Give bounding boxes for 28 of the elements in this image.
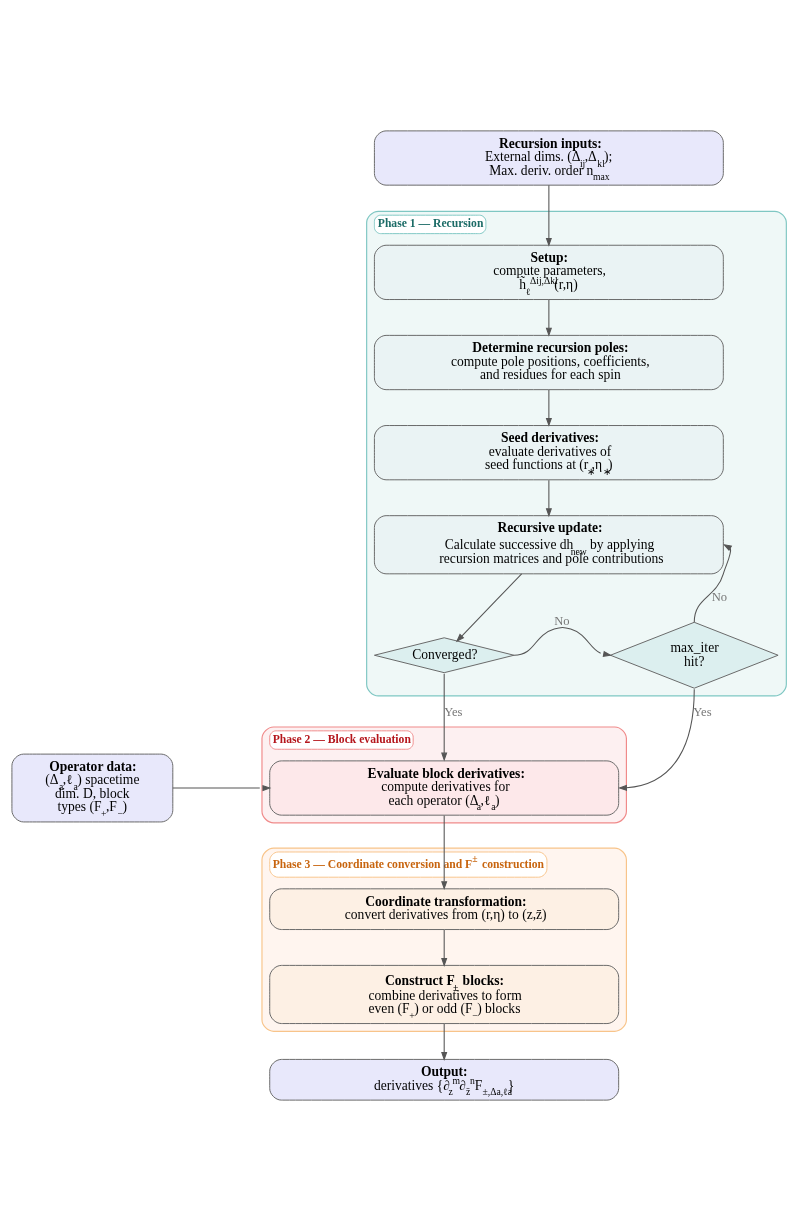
node-box: Output: derivatives {∂$_{z}$$^{m}$∂$_{z̄}$$^{n}$F$_{±,Δa,ℓa}$} bbox=[269, 1058, 620, 1101]
node-diamond: Converged? bbox=[373, 636, 515, 673]
arrow bbox=[441, 672, 448, 762]
arrow bbox=[441, 928, 448, 967]
arrow bbox=[441, 814, 448, 890]
node-box: Operator data: (Δ$_{a}$,ℓ$_{a}$) spacetime dim. D, block types (F$_{+}$,F$_{−}$) bbox=[11, 753, 174, 822]
arrow bbox=[172, 784, 272, 791]
arrow bbox=[545, 479, 552, 517]
edge-label: No bbox=[554, 613, 570, 628]
arrow bbox=[545, 388, 552, 427]
node-diamond: max_iter hit? bbox=[609, 621, 779, 689]
node-box: Coordinate transformation: convert derivatives from (r,η) to (z,z̄) bbox=[269, 887, 620, 930]
edge-label: No bbox=[711, 589, 728, 604]
node-box: Setup: compute parameters, h̃$_{ℓ}$$^{Δij,Δkl}$(r,η) bbox=[373, 244, 724, 300]
arrow bbox=[545, 298, 552, 337]
node-box: Construct F$_{±}$ blocks: combine derivatives to form even (F$_{+}$) or odd (F$_{−}$) blocks bbox=[269, 964, 620, 1024]
arrow bbox=[693, 543, 733, 623]
node-box: Evaluate block derivatives: compute derivatives for each operator (Δ$_{a}$,ℓ$_{a}$) bbox=[269, 759, 620, 816]
arrow bbox=[545, 184, 552, 247]
node-box: Determine recursion poles: compute pole positions, coefficients, and residues for each spin bbox=[373, 334, 724, 390]
arrow bbox=[455, 572, 523, 642]
arrow bbox=[513, 626, 612, 657]
node-box: Recursion inputs: External dims. (Δ$_{ij}$,Δ$_{kl}$); Max. deriv. order n$_{max}$ bbox=[373, 129, 724, 186]
node-box: Seed derivatives: evaluate derivatives of seed functions at (r$_{∗}$,η$_{∗}$) bbox=[373, 424, 724, 480]
arrow bbox=[618, 688, 695, 791]
edge-label: Yes bbox=[693, 704, 712, 719]
arrow bbox=[441, 1022, 448, 1061]
node-box: Recursive update: Calculate successive dh$_{new}$ by applying recursion matrices and pole contributions bbox=[373, 514, 724, 574]
